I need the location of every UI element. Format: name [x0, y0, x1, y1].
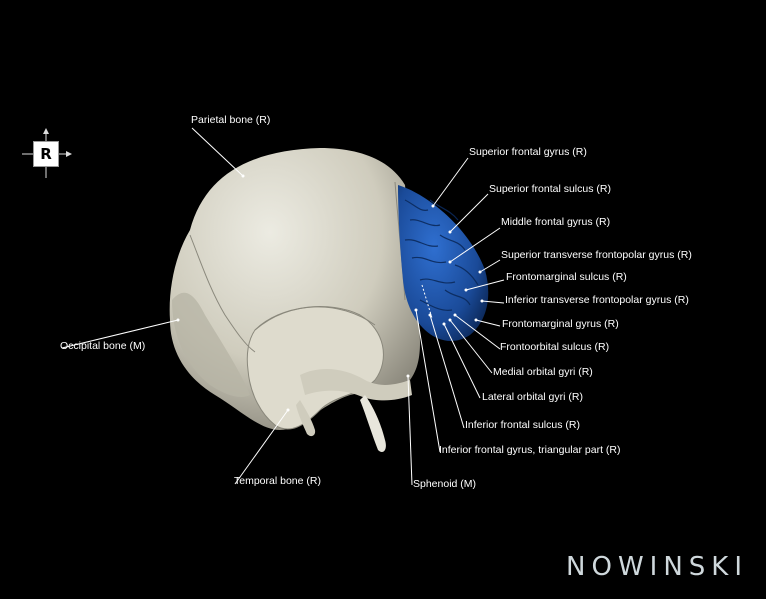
label-frontomarginal-gyrus: Frontomarginal gyrus (R) — [502, 318, 619, 330]
brand-logo: NOWINSKI — [566, 552, 748, 582]
orientation-label: R — [33, 141, 59, 167]
label-parietal-bone: Parietal bone (R) — [191, 114, 271, 126]
sulcus-dotted-line — [421, 284, 433, 319]
pterygoid-process — [360, 395, 386, 452]
gyri-texture — [404, 199, 479, 311]
squamous-suture — [254, 306, 376, 331]
orientation-indicator[interactable]: R — [20, 128, 72, 180]
lambdoid-suture — [189, 234, 256, 353]
leader-dots — [176, 174, 484, 412]
label-superior-transverse-frontopolar-gyrus: Superior transverse frontopolar gyrus (R… — [501, 249, 692, 261]
label-superior-frontal-sulcus: Superior frontal sulcus (R) — [489, 183, 611, 195]
label-inferior-frontal-gyrus-triangular: Inferior frontal gyrus, triangular part … — [439, 444, 621, 456]
mastoid-process — [296, 400, 316, 437]
occipital-region — [172, 292, 250, 397]
label-frontoorbital-sulcus: Frontoorbital sulcus (R) — [500, 341, 610, 353]
label-frontomarginal-sulcus: Frontomarginal sulcus (R) — [506, 271, 627, 283]
leader-lines — [61, 127, 505, 486]
label-inferior-transverse-frontopolar-gyrus: Inferior transverse frontopolar gyrus (R… — [505, 294, 689, 306]
label-medial-orbital-gyri: Medial orbital gyri (R) — [493, 366, 593, 378]
label-middle-frontal-gyrus: Middle frontal gyrus (R) — [501, 216, 611, 228]
label-occipital-bone: Occipital bone (M) — [60, 340, 146, 352]
frontal-lobe — [398, 185, 489, 342]
label-inferior-frontal-sulcus: Inferior frontal sulcus (R) — [465, 419, 580, 431]
temporal-region — [246, 306, 384, 430]
label-temporal-bone: Temporal bone (R) — [234, 475, 321, 487]
label-sphenoid: Sphenoid (M) — [413, 478, 477, 490]
label-superior-frontal-gyrus: Superior frontal gyrus (R) — [469, 146, 587, 158]
label-lateral-orbital-gyri: Lateral orbital gyri (R) — [482, 391, 583, 403]
zygomatic-arch — [300, 368, 412, 401]
